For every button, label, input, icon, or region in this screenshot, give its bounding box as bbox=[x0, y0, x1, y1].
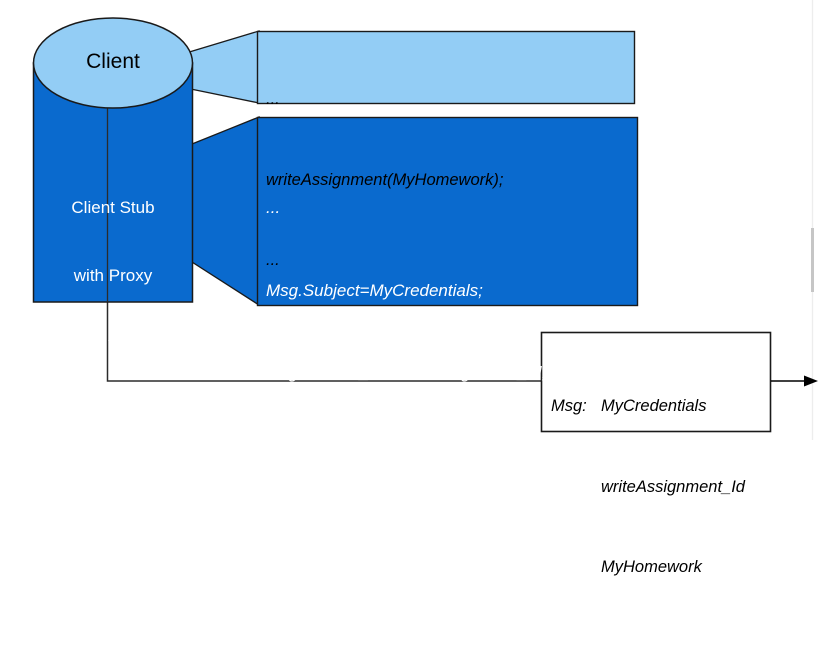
message-row-2: writeAssignment_Id bbox=[551, 474, 745, 501]
client-stub-label-line-1: Client Stub bbox=[71, 198, 155, 218]
callout-box-stub-code bbox=[256, 116, 639, 307]
client-ellipse-label: Client bbox=[86, 50, 140, 73]
stub-code-line-2: Msg.Subject=MyCredentials; bbox=[266, 280, 483, 300]
client-stub-label-line-3: (here without bbox=[63, 333, 163, 353]
client-stub-label-line-2: with Proxy bbox=[73, 266, 153, 286]
stub-code-line-5: send(Server, Msg); bbox=[266, 528, 410, 548]
message-box-content: Msg: MyCredentials writeAssignment_Id MyH… bbox=[551, 340, 745, 607]
stub-code-line-4: Msg.Params= MyHomework; bbox=[266, 445, 485, 465]
arrowhead-icon bbox=[804, 375, 818, 387]
client-stub-label: Client Stub with Proxy (here without PEP… bbox=[28, 152, 198, 446]
diagram-canvas bbox=[32, 0, 818, 440]
stub-code-line-1: ... bbox=[266, 198, 281, 218]
stub-code-snippet: ... Msg.Subject=MyCredentials; Msg.Metho… bbox=[266, 139, 546, 662]
callout-box-application bbox=[256, 30, 636, 105]
message-value-3: MyHomework bbox=[601, 557, 702, 576]
application-code-line-2: writeAssignment(MyHomework); bbox=[266, 170, 504, 189]
message-value-2: writeAssignment_Id bbox=[601, 477, 745, 496]
message-box bbox=[540, 331, 772, 433]
cylinder-top-cap bbox=[32, 17, 194, 109]
callout-tail-stub bbox=[191, 116, 260, 307]
connector-stub-to-message bbox=[106, 302, 541, 382]
client-stub-label-line-4: PEP and PDP) bbox=[56, 401, 170, 421]
application-code-line-1: ... bbox=[266, 90, 280, 109]
application-code-snippet: ... writeAssignment(MyHomework); ... bbox=[266, 33, 503, 300]
stub-code-line-3: Msg.Method_Id=writeAssignment_Id; bbox=[266, 363, 547, 383]
stub-code-line-6: ... bbox=[266, 611, 281, 631]
message-key-label: Msg: bbox=[551, 397, 587, 416]
message-row-1: Msg: MyCredentials bbox=[551, 393, 745, 420]
message-value-1: MyCredentials bbox=[601, 397, 707, 416]
message-row-3: MyHomework bbox=[551, 554, 745, 581]
application-code-line-3: ... bbox=[266, 250, 280, 269]
